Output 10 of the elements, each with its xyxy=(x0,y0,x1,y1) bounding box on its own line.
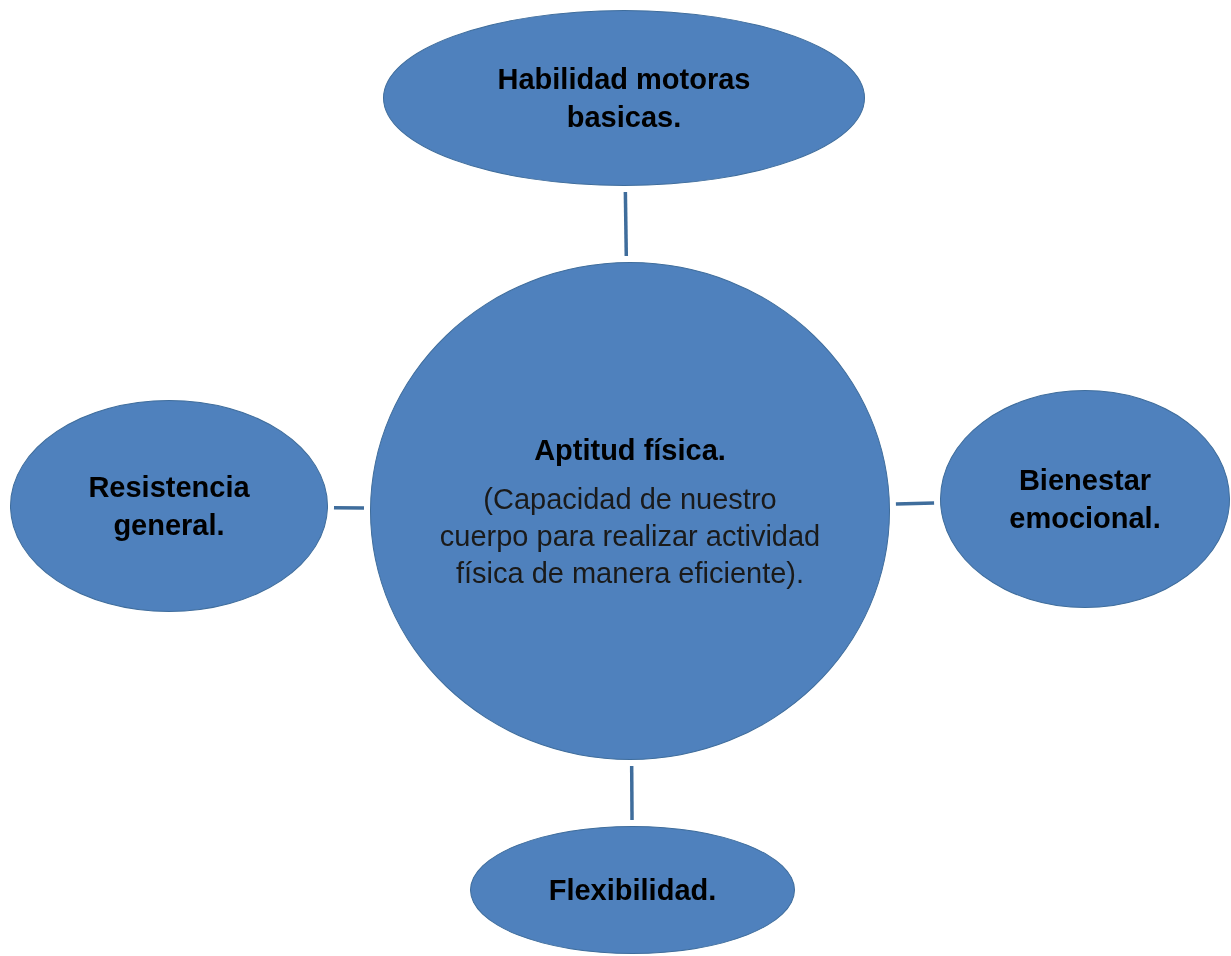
node-description: (Capacidad de nuestro cuerpo para realizar actividad física de manera eficiente). xyxy=(438,481,822,591)
connector-line xyxy=(629,765,634,820)
node-title: Flexibilidad. xyxy=(548,873,717,908)
connector-line xyxy=(333,506,365,510)
node-title: Resistencia general. xyxy=(87,470,251,543)
node-title: Bienestar emocional. xyxy=(1008,463,1162,536)
connector-line xyxy=(623,191,629,257)
node-title: Habilidad motoras basicas. xyxy=(496,62,752,135)
node-title: Aptitud física. xyxy=(534,432,726,468)
connector-line xyxy=(895,501,935,506)
